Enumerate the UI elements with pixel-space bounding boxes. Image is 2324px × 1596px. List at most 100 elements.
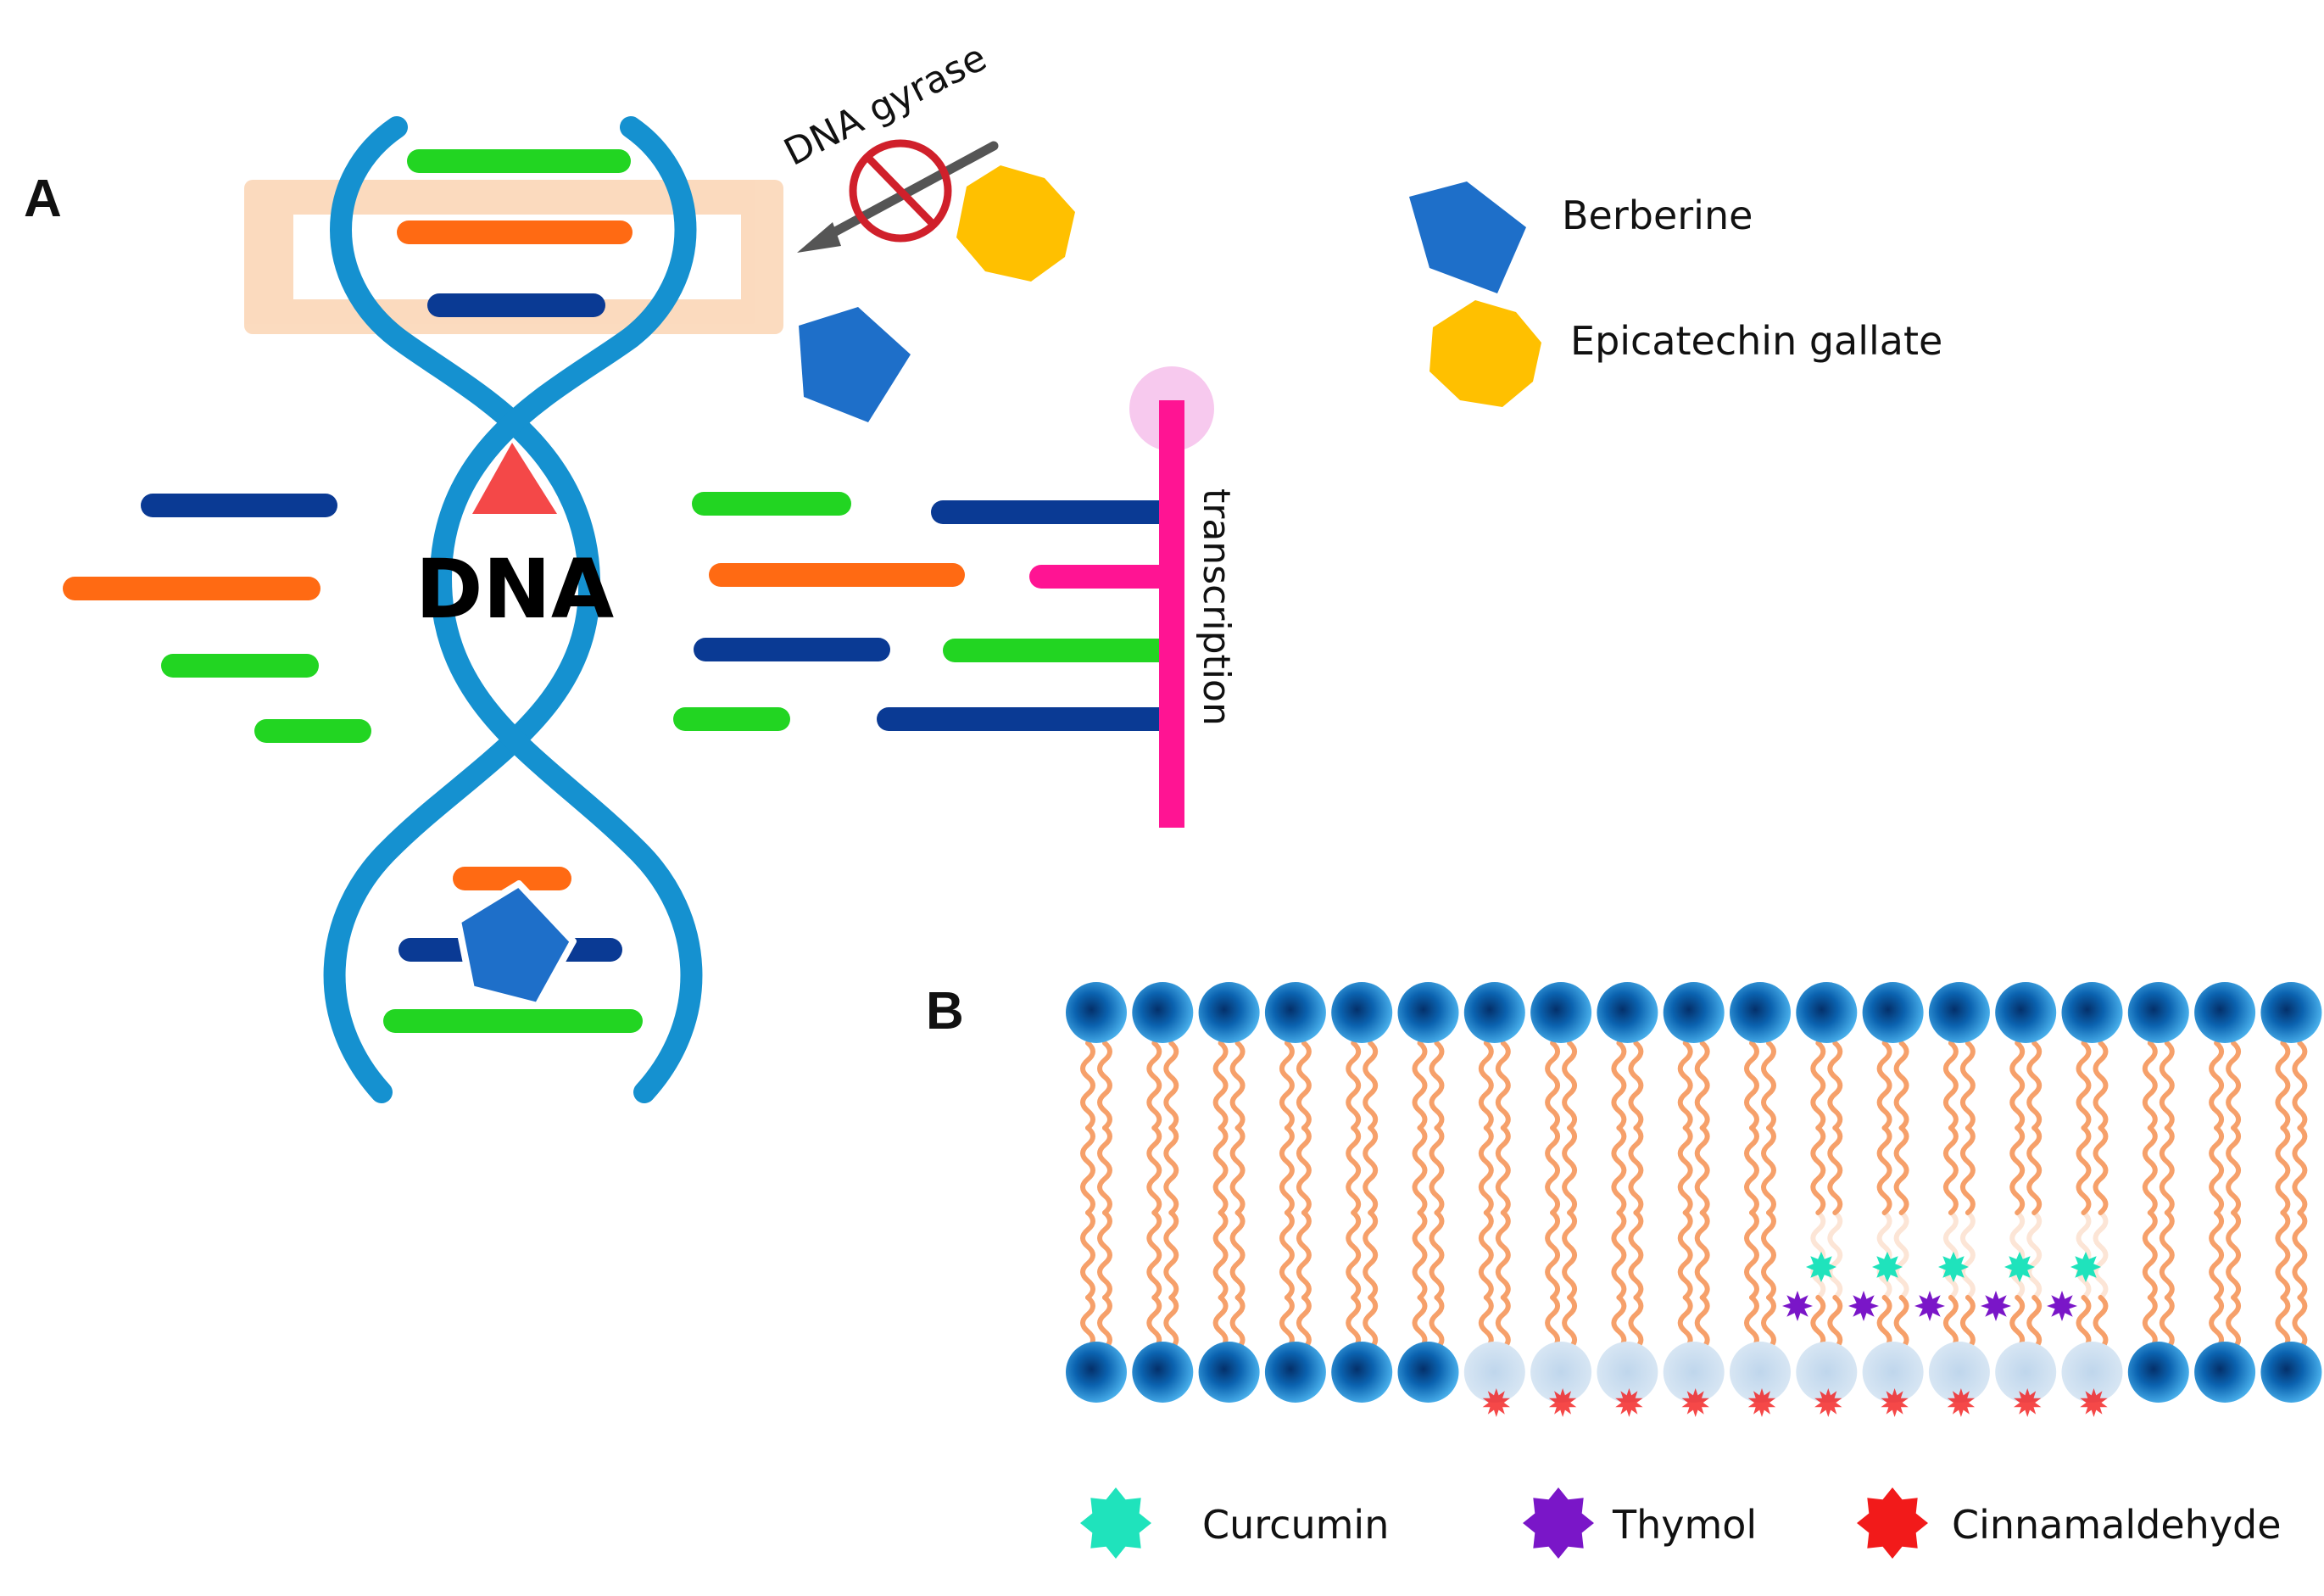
lipid-head	[1397, 1342, 1459, 1403]
octagon-icon	[1430, 300, 1541, 407]
lipid-head	[1530, 982, 1592, 1043]
lipid-tail	[1611, 1041, 1627, 1130]
lipid-tail	[1827, 1041, 1843, 1130]
right-base-bars	[673, 492, 1173, 731]
lipid-head	[2260, 1342, 2322, 1403]
lipid-tail	[1296, 1210, 1312, 1300]
lipid-tail	[2076, 1210, 2092, 1300]
lipid-tail	[1545, 1125, 1561, 1215]
lipid-head	[1463, 982, 1525, 1043]
lipid-tail	[2026, 1210, 2043, 1300]
lipid-tail	[1296, 1125, 1312, 1215]
lipid-tail	[2275, 1041, 2291, 1130]
lipid-tail	[2009, 1210, 2026, 1300]
legend-curcumin-label: Curcumin	[1202, 1502, 1389, 1548]
lipid-head	[1264, 1342, 1326, 1403]
lipid-tail	[2159, 1210, 2175, 1300]
lipid-tail	[1694, 1125, 1710, 1215]
lipid-tail	[2009, 1125, 2026, 1215]
lipid-tail	[2026, 1125, 2043, 1215]
lipid-tail	[1229, 1125, 1246, 1215]
lipid-tail	[1097, 1041, 1112, 1130]
lipid-tail	[1942, 1041, 1959, 1130]
lipid-head	[1928, 982, 1990, 1043]
lipid-tail	[2076, 1041, 2092, 1130]
legend-cinnamaldehyde-label: Cinnamaldehyde	[1952, 1502, 2282, 1548]
dna-gyrase-label: DNA gyrase	[777, 36, 994, 174]
lipid-tail	[2292, 1210, 2308, 1300]
lipid-head	[1331, 982, 1393, 1043]
lipid-head	[1730, 982, 1791, 1043]
lipid-tail	[2159, 1041, 2175, 1130]
panel-a-letter: A	[24, 170, 62, 228]
lipid-head	[1264, 982, 1326, 1043]
left-base-bars	[63, 494, 371, 743]
lipid-tail	[2093, 1041, 2109, 1130]
lipid-tail	[1942, 1125, 1959, 1215]
curcumin-molecule	[1938, 1252, 1969, 1282]
lipid-tail	[1744, 1210, 1759, 1300]
lipid-tail	[1279, 1125, 1295, 1215]
lipid-head	[2061, 982, 2123, 1043]
lipid-tail	[1744, 1041, 1759, 1130]
lipid-head	[1397, 982, 1459, 1043]
disrupted-lipid-head	[1995, 1342, 2057, 1403]
lipid-bilayer	[1066, 982, 2322, 1417]
intercalated-berberine-pentagon	[454, 880, 577, 1009]
cinnamaldehyde-molecule	[2080, 1388, 2108, 1417]
thymol-molecule	[2047, 1291, 2077, 1321]
lipid-head	[1198, 982, 1260, 1043]
lipid-tail	[1810, 1041, 1826, 1130]
lipid-tail	[1279, 1041, 1295, 1130]
lipid-tail	[1611, 1125, 1627, 1215]
lipid-tail	[1893, 1041, 1909, 1130]
lipid-tail	[1893, 1125, 1909, 1215]
lipid-tail	[1346, 1125, 1362, 1215]
lipid-tail	[2009, 1041, 2026, 1130]
lipid-head	[1995, 982, 2057, 1043]
lipid-tail	[2209, 1041, 2225, 1130]
lipid-tail	[1080, 1125, 1095, 1215]
star-icon	[1523, 1487, 1594, 1559]
thymol-molecule	[1848, 1291, 1879, 1321]
lipid-tail	[1363, 1125, 1379, 1215]
panel-b-letter: B	[926, 982, 964, 1041]
lipid-tail	[1628, 1125, 1644, 1215]
lipid-tail	[1959, 1125, 1976, 1215]
lipid-head	[2260, 982, 2322, 1043]
lipid-tail	[2226, 1041, 2242, 1130]
lipid-tail	[1429, 1041, 1445, 1130]
lipid-head	[1066, 982, 1127, 1043]
lipid-tail	[1761, 1041, 1776, 1130]
lipid-tail	[1876, 1041, 1892, 1130]
lipid-tail	[2142, 1210, 2158, 1300]
lipid-tail	[1163, 1210, 1179, 1300]
lipid-tail	[1279, 1210, 1295, 1300]
lipid-tail	[1677, 1041, 1693, 1130]
lipid-tail	[1429, 1210, 1445, 1300]
lipid-tail	[1827, 1210, 1843, 1300]
dna-label: DNA	[415, 542, 614, 637]
lipid-head	[2194, 1342, 2256, 1403]
disrupted-lipid-head	[1796, 1342, 1858, 1403]
disrupted-lipid-head	[1928, 1342, 1990, 1403]
lipid-tail	[2026, 1041, 2043, 1130]
lipid-head	[1331, 1342, 1393, 1403]
lipid-tail	[1876, 1125, 1892, 1215]
lipid-tail	[1296, 1041, 1312, 1130]
lipid-tail	[1694, 1041, 1710, 1130]
lipid-tail	[2292, 1041, 2308, 1130]
lipid-tail	[1959, 1041, 1976, 1130]
lipid-tail	[1146, 1041, 1162, 1130]
lipid-head	[1862, 982, 1924, 1043]
lipid-head	[2127, 982, 2189, 1043]
thymol-molecule	[1782, 1291, 1813, 1321]
lipid-head	[2194, 982, 2256, 1043]
lipid-tail	[1412, 1210, 1428, 1300]
cinnamaldehyde-molecule	[2014, 1388, 2042, 1417]
pentagon-icon	[1409, 181, 1526, 293]
lipid-tail	[1761, 1125, 1776, 1215]
transcription-label: transcription	[1195, 488, 1238, 726]
lipid-tail	[1363, 1210, 1379, 1300]
lipid-tail	[1495, 1041, 1511, 1130]
